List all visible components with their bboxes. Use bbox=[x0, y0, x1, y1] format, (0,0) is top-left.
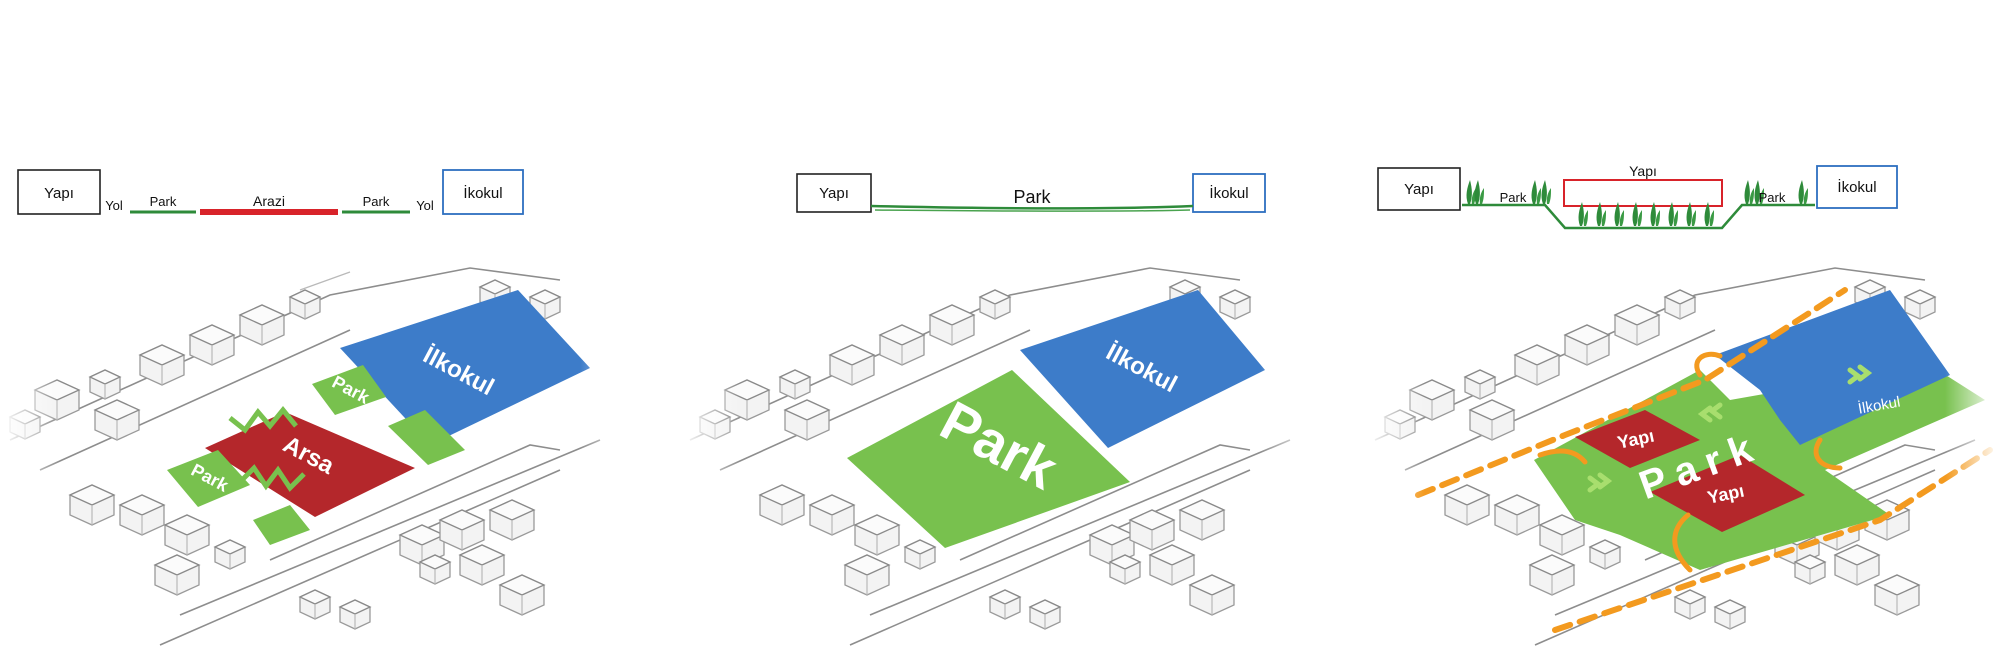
map-base-1 bbox=[9, 267, 601, 646]
park-zone-top bbox=[312, 365, 386, 415]
section-yapi-label: Yapı bbox=[44, 185, 74, 202]
section-yapi-center-label: Yapı bbox=[1629, 163, 1657, 179]
section-yapi-center-box bbox=[1563, 179, 1723, 207]
section-park-left-label: Park bbox=[1500, 190, 1527, 205]
section-yol-left-label: Yol bbox=[105, 198, 123, 213]
section-park-label: Park bbox=[1013, 187, 1051, 207]
section-park-right-label: Park bbox=[1759, 190, 1786, 205]
ilkokul-zone-3 bbox=[1715, 290, 1950, 445]
park-zone-bottom bbox=[167, 450, 250, 507]
panel-3-proposal bbox=[1365, 165, 2000, 649]
section-yol-right-label: Yol bbox=[416, 198, 434, 213]
panel-1-before bbox=[0, 169, 640, 649]
section-ground-line bbox=[1462, 203, 1815, 230]
section-strip-2 bbox=[796, 173, 1266, 213]
direction-chevrons bbox=[1587, 364, 1873, 493]
section-yapi-label: Yapı bbox=[819, 185, 849, 202]
arsa-edge-arrows-bottom bbox=[238, 464, 306, 492]
park-zone-large bbox=[847, 370, 1130, 548]
ilkokul-zone-2 bbox=[1020, 290, 1265, 448]
park-zone-right bbox=[388, 410, 465, 465]
ilkokul-zone-1 bbox=[340, 290, 590, 445]
yapi-zone-top bbox=[1575, 410, 1700, 468]
section-park-left-label: Park bbox=[150, 194, 177, 209]
section-strip-3 bbox=[1377, 165, 1898, 230]
section-ilkokul-box bbox=[1192, 173, 1266, 213]
section-yapi-left-label: Yapı bbox=[1404, 181, 1434, 198]
section-ilkokul-label: İkokul bbox=[1837, 178, 1876, 196]
section-ilkokul-box bbox=[442, 169, 524, 215]
panel-2-park bbox=[680, 173, 1320, 649]
arsa-edge-arrows-top bbox=[228, 406, 298, 434]
flow-arrows bbox=[1537, 351, 1843, 573]
section-ilkokul-box bbox=[1816, 165, 1898, 209]
section-park-right-label: Park bbox=[363, 194, 390, 209]
section-yapi-box bbox=[796, 173, 872, 213]
arsa-zone bbox=[205, 412, 415, 517]
section-ilkokul-label: İkokul bbox=[1209, 184, 1248, 202]
section-park-line bbox=[870, 204, 1194, 210]
park-zone-lower bbox=[253, 505, 310, 545]
section-arazi-label: Arazi bbox=[253, 193, 285, 209]
section-strip-1 bbox=[17, 169, 524, 215]
map-base-2 bbox=[689, 267, 1291, 646]
section-yapi-box bbox=[1377, 167, 1461, 211]
section-yapi-box bbox=[17, 169, 101, 215]
section-ilkokul-label: İkokul bbox=[463, 184, 502, 202]
